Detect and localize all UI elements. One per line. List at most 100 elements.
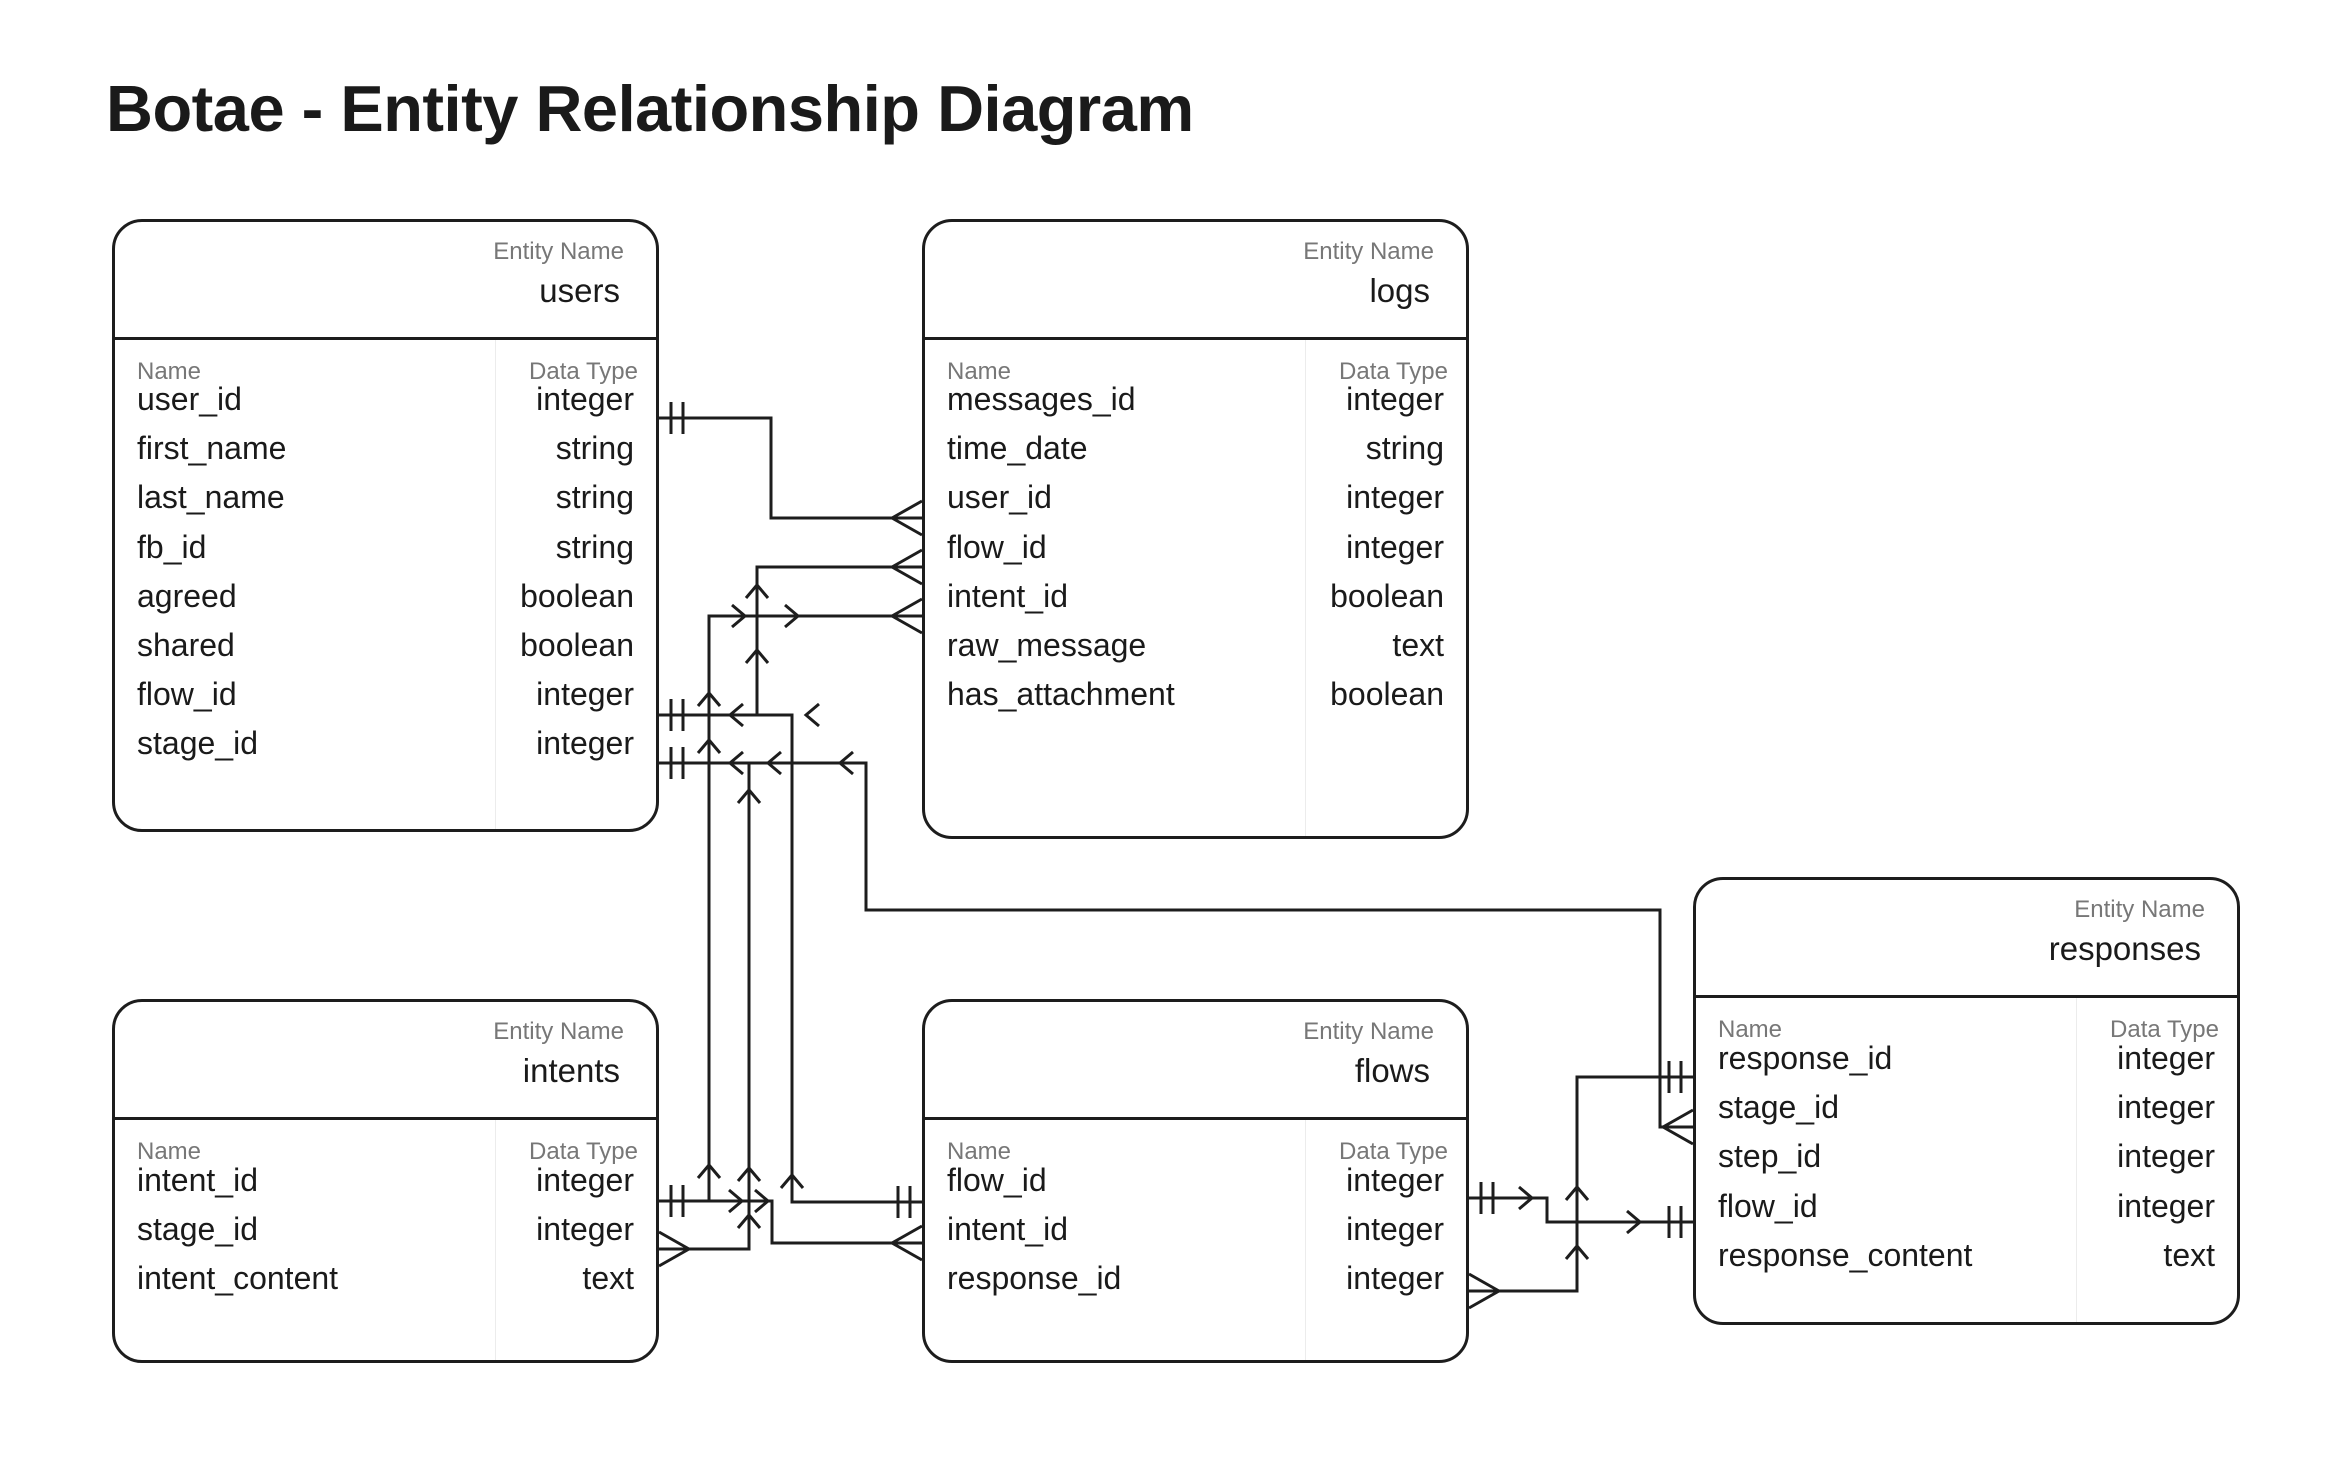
many-marker <box>891 548 923 586</box>
one-and-only-one-marker <box>669 747 685 779</box>
field-row-flow-id[interactable]: flow_id integer <box>925 1162 1466 1211</box>
field-name: flow_id <box>1718 1187 1818 1224</box>
field-row-user-id[interactable]: user_id integer <box>925 479 1466 528</box>
field-type: string <box>555 479 634 516</box>
arrow-left-icon <box>803 702 820 728</box>
one-and-only-one-marker <box>669 402 685 434</box>
arrow-left-icon <box>837 750 854 776</box>
field-type: integer <box>2117 1040 2215 1076</box>
arrow-up-icon <box>696 1162 722 1179</box>
link-responses-stage_id-users-stage_id <box>659 761 1693 1129</box>
field-name: raw_message <box>947 627 1147 663</box>
arrow-right-icon <box>728 1188 745 1214</box>
field-name: messages_id <box>947 381 1136 417</box>
link-flows-response_id-responses-response_id <box>1469 1075 1693 1293</box>
field-type: integer <box>1346 1162 1444 1198</box>
arrow-up-icon <box>1564 1184 1590 1201</box>
link-intents-intent_id-logs-intent_id <box>707 614 922 1201</box>
name-column-header: Name <box>137 358 202 385</box>
name-column-header: Name <box>1718 1016 1783 1043</box>
field-type: integer <box>2117 1089 2215 1126</box>
field-name: user_id <box>947 479 1052 516</box>
field-name: time_date <box>947 430 1088 467</box>
field-row-messages-id[interactable]: messages_id integer <box>925 381 1466 430</box>
link-flows-flow_id-responses-flow_id <box>1469 1196 1693 1224</box>
field-name: flow_id <box>137 676 237 713</box>
field-type: integer <box>1346 1260 1444 1297</box>
field-type: integer <box>536 1162 634 1198</box>
field-type: integer <box>1346 1211 1444 1248</box>
arrow-up-icon <box>696 690 722 707</box>
arrow-right-icon <box>754 1188 771 1214</box>
one-and-only-one-marker <box>1479 1182 1495 1214</box>
field-name: flow_id <box>947 1162 1047 1198</box>
link-flows-flow_id-users-flow_id <box>659 713 922 1204</box>
field-type: integer <box>1346 479 1444 516</box>
field-type: string <box>555 528 634 565</box>
entity-name-label: Entity Name <box>1303 238 1434 265</box>
diagram-title: Botae - Entity Relationship Diagram <box>106 72 1194 145</box>
field-type: text <box>2163 1236 2215 1273</box>
field-name: stage_id <box>137 725 258 762</box>
field-row-intent-id[interactable]: intent_id integer <box>115 1162 656 1211</box>
arrow-right-icon <box>1626 1209 1643 1235</box>
field-name: stage_id <box>1718 1089 1839 1126</box>
arrow-left-icon <box>727 702 744 728</box>
field-type: integer <box>1346 528 1444 565</box>
link-users-user_id-logs-user_id <box>659 416 922 520</box>
field-name: step_id <box>1718 1138 1822 1175</box>
field-name: has_attachment <box>947 676 1175 713</box>
field-name: shared <box>137 627 235 663</box>
column-divider <box>1305 1120 1306 1360</box>
many-marker <box>891 499 923 537</box>
field-type: integer <box>1346 381 1444 417</box>
field-type: integer <box>2117 1138 2215 1175</box>
link-users-flow_id-logs-flow_id <box>755 565 922 715</box>
entity-name: flows <box>1354 1052 1430 1089</box>
arrow-up-icon <box>696 737 722 754</box>
arrow-right-icon <box>731 603 748 629</box>
entity-name-label: Entity Name <box>1303 1018 1434 1045</box>
arrow-up-icon <box>1564 1243 1590 1260</box>
field-name: stage_id <box>137 1211 258 1248</box>
entity-name: intents <box>522 1052 620 1089</box>
arrow-right-icon <box>1518 1185 1535 1211</box>
field-row-step-id[interactable]: step_id integer <box>1696 1138 2237 1187</box>
field-name: intent_id <box>137 1162 258 1198</box>
field-name: response_id <box>1718 1040 1893 1076</box>
column-divider <box>495 340 496 829</box>
field-row-response-id[interactable]: response_id integer <box>1696 1040 2237 1089</box>
arrow-left-icon <box>727 750 744 776</box>
one-and-only-one-marker <box>1667 1061 1683 1093</box>
field-type: boolean <box>1330 577 1444 614</box>
field-row-stage-id[interactable]: stage_id integer <box>1696 1089 2237 1138</box>
field-type: integer <box>536 725 634 762</box>
column-divider <box>2076 998 2077 1322</box>
field-row-stage-id[interactable]: stage_id integer <box>115 725 656 774</box>
